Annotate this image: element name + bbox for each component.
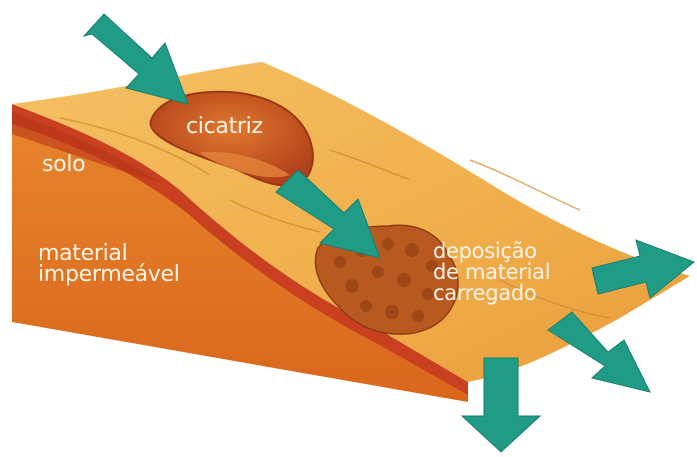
- deposit-label: deposição de material carregado: [433, 241, 550, 304]
- impermeable-material-label: material impermeável: [38, 243, 180, 285]
- soil-label: solo: [42, 154, 85, 176]
- arrow-down-right-icon: [84, 14, 188, 104]
- scar-label: cicatriz: [186, 116, 263, 138]
